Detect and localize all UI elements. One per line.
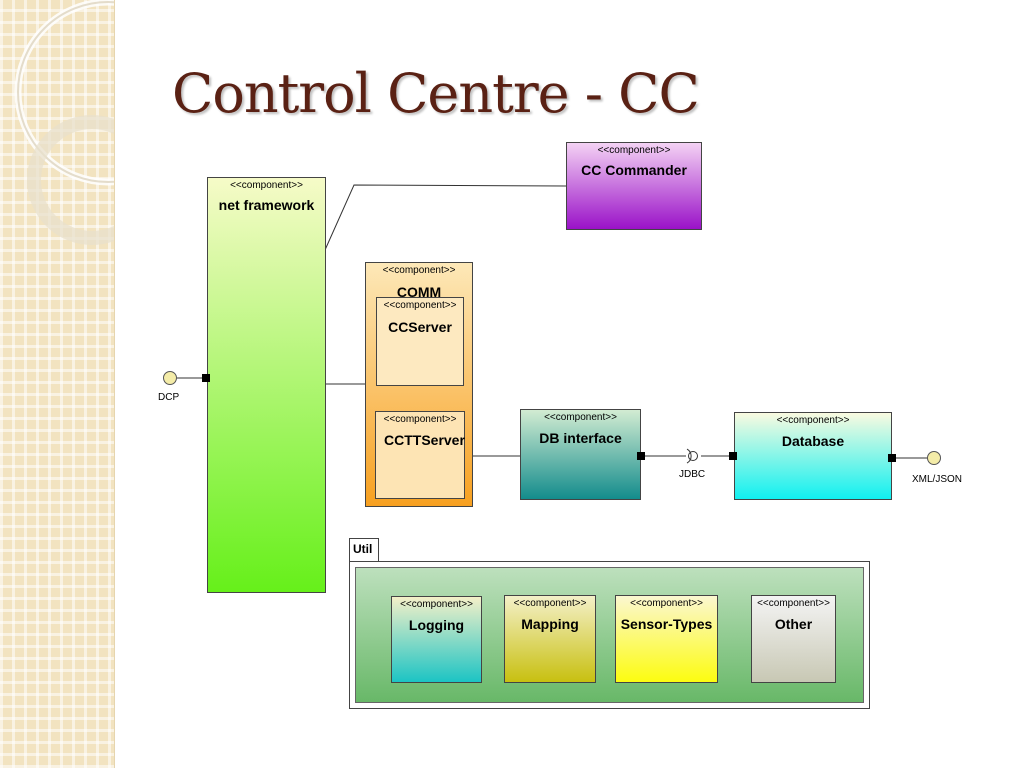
stereotype: <<component>> (383, 414, 457, 425)
xml-json-interface-circle (927, 451, 941, 465)
db-interface-port (637, 452, 645, 460)
slide-title: Control Centre - CC (172, 62, 700, 125)
dcp-port (202, 374, 210, 382)
net-framework-component: <<component>> net framework (207, 177, 326, 593)
mapping-component: <<component>> Mapping (504, 595, 596, 683)
jdbc-label: JDBC (679, 469, 706, 480)
component-name: Other (774, 616, 813, 632)
ccserver-component: <<component>> CCServer (376, 297, 464, 386)
db-interface-component: <<component>> DB interface (520, 409, 641, 500)
stereotype: <<component>> (544, 412, 617, 423)
component-name: Database (781, 433, 845, 449)
stereotype: <<component>> (383, 300, 457, 311)
stereotype: <<component>> (382, 265, 456, 276)
component-name: DB interface (539, 430, 622, 446)
dcp-label: DCP (158, 392, 180, 403)
component-name: CCServer (388, 319, 452, 335)
stereotype: <<component>> (776, 415, 850, 426)
stereotype: <<component>> (630, 598, 703, 609)
decorative-sidebar (0, 0, 115, 768)
stereotype: <<component>> (400, 599, 473, 610)
stereotype: <<component>> (597, 145, 671, 156)
sensor-types-component: <<component>> Sensor-Types (615, 595, 718, 683)
database-component: <<component>> Database (734, 412, 892, 500)
stereotype: <<component>> (757, 598, 830, 609)
component-name: COMM (396, 284, 442, 300)
component-name: Sensor-Types (620, 616, 713, 632)
component-name: Mapping (521, 616, 579, 632)
database-out-port (888, 454, 896, 462)
component-name: CCTTServer (384, 432, 465, 448)
cc-commander-component: <<component>> CC Commander (566, 142, 702, 230)
dcp-interface-circle (163, 371, 177, 385)
decorative-circles (14, 0, 114, 245)
xml-json-label: XML/JSON (912, 474, 963, 485)
util-package-tab: Util (349, 538, 379, 562)
logging-component: <<component>> Logging (391, 596, 482, 683)
component-name: Logging (408, 617, 465, 633)
stereotype: <<component>> (230, 180, 303, 191)
other-component: <<component>> Other (751, 595, 836, 683)
database-in-port (729, 452, 737, 460)
component-name: net framework (218, 197, 315, 213)
component-name: CC Commander (581, 162, 687, 178)
cctt-server-component: <<component>> CCTTServer (375, 411, 465, 499)
stereotype: <<component>> (513, 598, 587, 609)
